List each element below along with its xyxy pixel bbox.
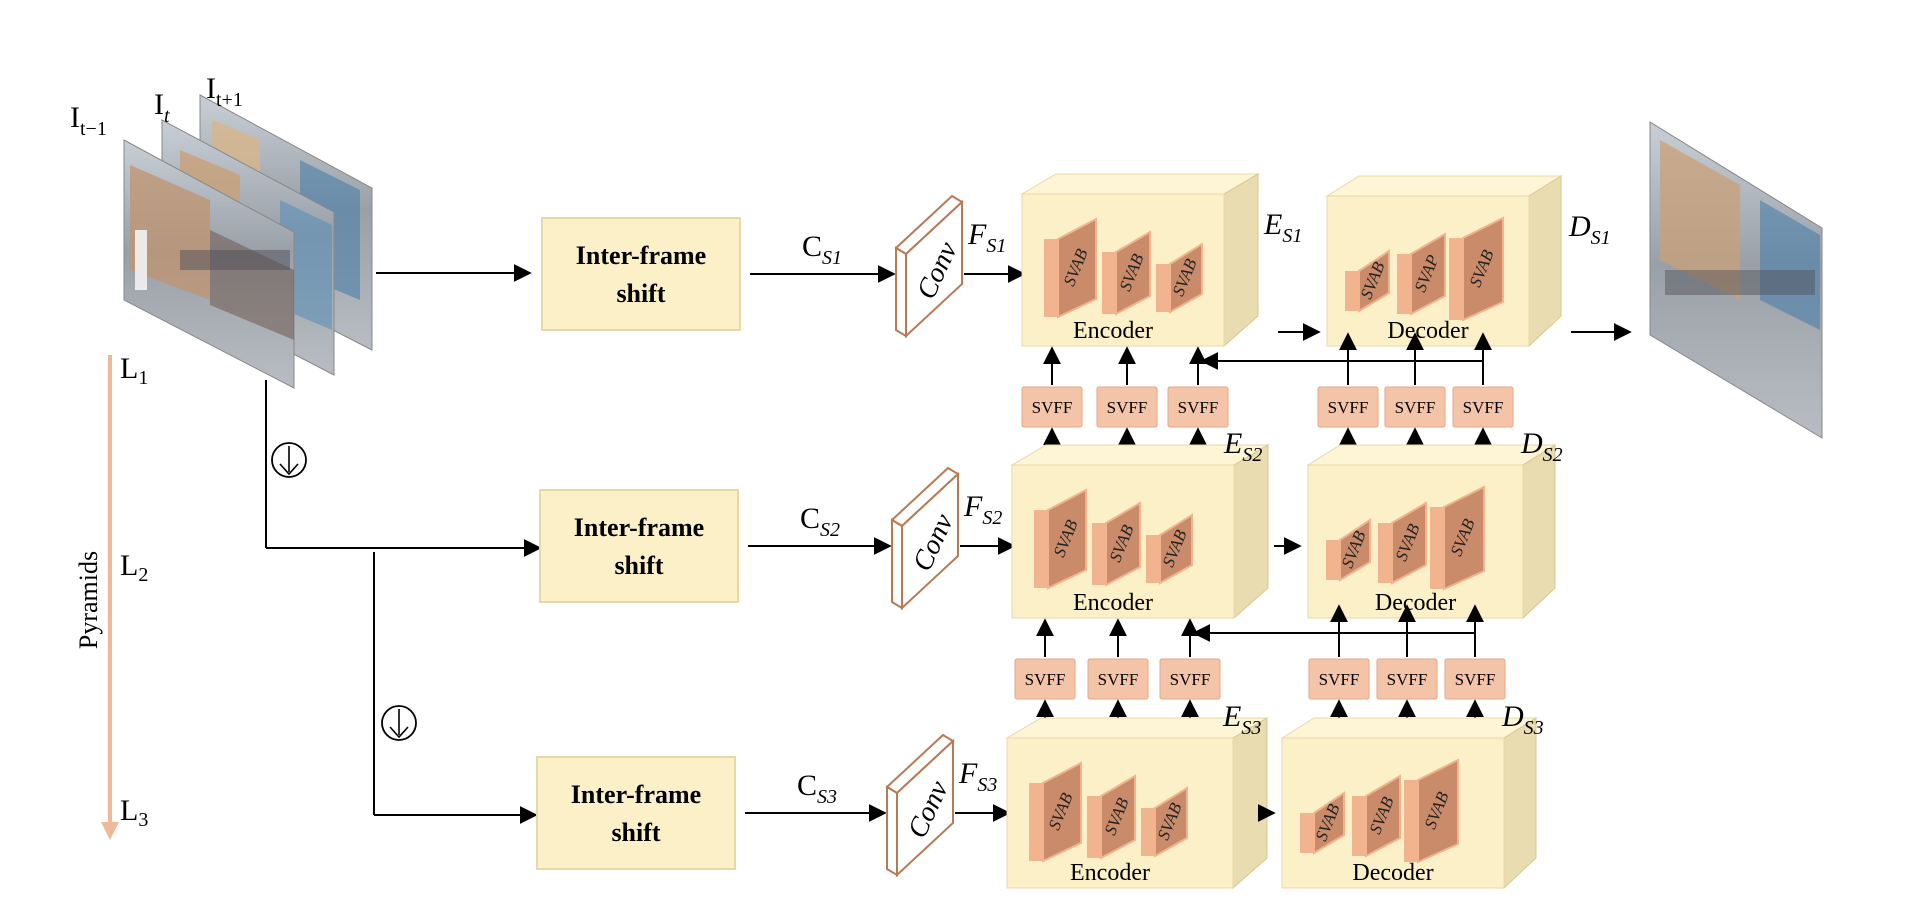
svg-text:Inter-frame: Inter-frame <box>576 241 706 270</box>
d-label: DS1 <box>1568 210 1611 249</box>
e-label: ES1 <box>1263 208 1302 247</box>
svab-block: SVAB <box>1146 513 1193 585</box>
pyramids-label: Pyramids <box>74 551 103 649</box>
svab-block: SVAP <box>1397 232 1446 316</box>
downsample-icon <box>271 442 307 478</box>
svg-text:Encoder: Encoder <box>1073 590 1153 616</box>
svg-text:SVFF: SVFF <box>1107 398 1148 417</box>
svg-text:SVFF: SVFF <box>1328 398 1369 417</box>
svg-text:Encoder: Encoder <box>1073 318 1153 344</box>
svff-connectors: SVFF SVFF SVFF SVFF SVFF SVFF <box>1021 332 1514 447</box>
svff-block: SVFF <box>1444 658 1506 700</box>
d-label: DS2 <box>1520 427 1563 466</box>
svg-text:SVFF: SVFF <box>1178 398 1219 417</box>
svg-text:SVFF: SVFF <box>1455 670 1496 689</box>
input-frames: It−1 It It+1 <box>70 72 373 389</box>
svff-block: SVFF <box>1014 658 1076 700</box>
pyramid-axis: Pyramids L1 L2 L3 <box>74 352 148 840</box>
c-label: CS1 <box>802 230 842 269</box>
svab-block: SVAB <box>1378 501 1427 585</box>
inter-frame-shift-box: Inter-frame shift <box>539 489 739 603</box>
svff-block: SVFF <box>1159 658 1221 700</box>
level-2-label: L2 <box>120 549 148 586</box>
frame-prev-label: It−1 <box>70 101 107 140</box>
svg-text:SVFF: SVFF <box>1098 670 1139 689</box>
svab-block: SVAB <box>1141 786 1188 858</box>
frame-previous <box>123 139 295 389</box>
c-label: CS3 <box>797 769 837 808</box>
svab-block: SVAB <box>1087 774 1136 860</box>
svg-text:Decoder: Decoder <box>1387 318 1468 344</box>
svg-text:SVFF: SVFF <box>1395 398 1436 417</box>
svff-connectors: SVFF SVFF SVFF SVFF SVFF SVFF <box>1014 604 1506 720</box>
svff-block: SVFF <box>1096 386 1158 428</box>
svff-block: SVFF <box>1317 386 1379 428</box>
svg-text:SVFF: SVFF <box>1387 670 1428 689</box>
svab-block: SVAB <box>1029 761 1082 863</box>
svg-text:shift: shift <box>616 279 665 308</box>
inter-frame-shift-box: Inter-frame shift <box>536 756 736 870</box>
svff-block: SVFF <box>1384 386 1446 428</box>
svg-text:SVFF: SVFF <box>1032 398 1073 417</box>
d-label: DS3 <box>1501 700 1544 739</box>
conv-layer: Conv <box>885 733 955 878</box>
f-label: FS1 <box>967 218 1006 257</box>
svg-text:shift: shift <box>611 818 660 847</box>
level-3-label: L3 <box>120 794 148 831</box>
svab-block: SVAB <box>1404 758 1459 864</box>
e-label: ES2 <box>1223 427 1262 466</box>
svg-text:SVFF: SVFF <box>1463 398 1504 417</box>
output-frame <box>1649 121 1823 439</box>
svg-text:SVFF: SVFF <box>1025 670 1066 689</box>
svg-text:Decoder: Decoder <box>1352 860 1433 886</box>
svab-block: SVAB <box>1449 216 1504 322</box>
svg-text:SVFF: SVFF <box>1170 670 1211 689</box>
level-1-label: L1 <box>120 352 148 389</box>
svg-text:SVFF: SVFF <box>1319 670 1360 689</box>
svg-text:Inter-frame: Inter-frame <box>574 513 704 542</box>
conv-layer: Conv <box>894 194 964 339</box>
svab-block: SVAB <box>1352 774 1401 858</box>
svab-block: SVAB <box>1326 518 1371 582</box>
svff-block: SVFF <box>1376 658 1438 700</box>
svff-block: SVFF <box>1087 658 1149 700</box>
svg-text:shift: shift <box>614 551 663 580</box>
svff-block: SVFF <box>1452 386 1514 428</box>
svab-block: SVAB <box>1092 501 1141 587</box>
svg-text:Encoder: Encoder <box>1070 860 1150 886</box>
frame-cur-label: It <box>154 88 170 127</box>
svff-block: SVFF <box>1308 658 1370 700</box>
conv-layer: Conv <box>890 466 960 611</box>
svab-block: SVAB <box>1430 485 1485 591</box>
f-label: FS3 <box>958 757 997 796</box>
downsample-connectors <box>265 264 542 824</box>
inter-frame-shift-box: Inter-frame shift <box>541 217 741 331</box>
e-label: ES3 <box>1222 700 1261 739</box>
svab-block: SVAB <box>1156 242 1203 314</box>
downsample-icon <box>381 705 417 741</box>
f-label: FS2 <box>963 490 1002 529</box>
svab-block: SVAB <box>1345 249 1390 313</box>
frame-next-label: It+1 <box>206 72 243 111</box>
svff-block: SVFF <box>1021 386 1083 428</box>
svg-text:Inter-frame: Inter-frame <box>571 780 701 809</box>
svab-block: SVAB <box>1044 217 1097 319</box>
svab-block: SVAB <box>1102 230 1151 316</box>
svab-block: SVAB <box>1034 488 1087 590</box>
svg-text:Decoder: Decoder <box>1375 590 1456 616</box>
c-label: CS2 <box>800 502 840 541</box>
svff-block: SVFF <box>1167 386 1229 428</box>
